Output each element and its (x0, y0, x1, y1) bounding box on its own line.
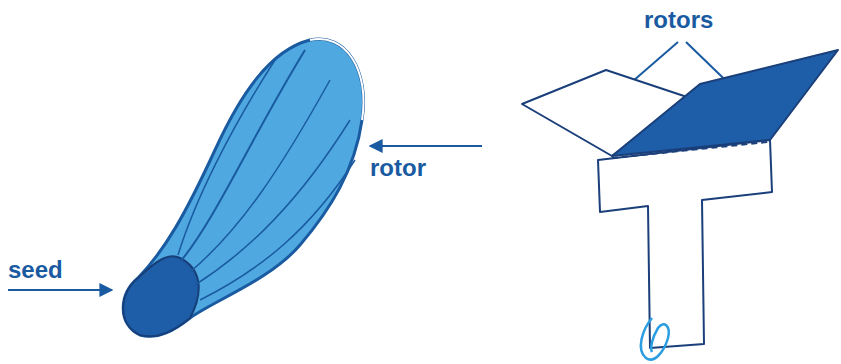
part-label: seed (8, 258, 63, 282)
part-label: rotors (644, 8, 713, 32)
paper-helicopter (522, 50, 838, 360)
maple-seed (123, 39, 363, 336)
leader-arrow (370, 145, 482, 147)
leader-arrow (8, 289, 112, 291)
part-label: rotor (370, 156, 426, 180)
